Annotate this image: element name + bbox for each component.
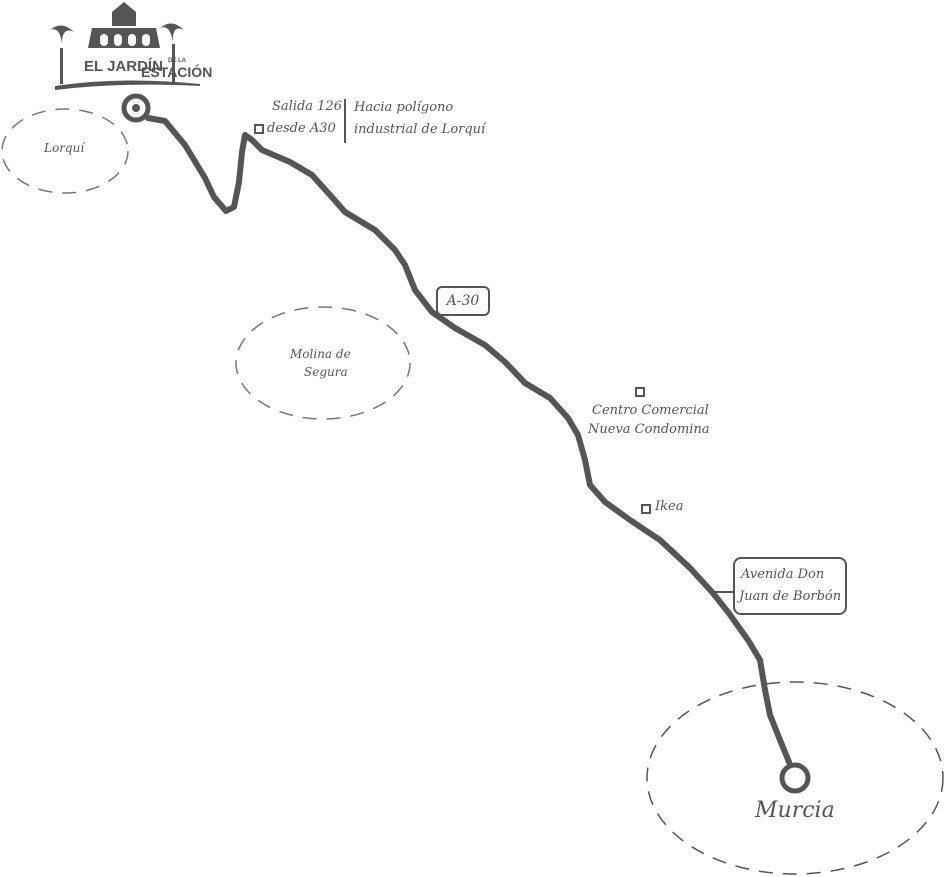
- place-molina-line1: Molina de: [290, 347, 351, 361]
- area-molina-de-segura: [235, 306, 411, 420]
- place-molina-line2: Segura: [304, 365, 348, 379]
- avenue-label: Avenida Don Juan de Borbón: [733, 557, 847, 615]
- towards-line1: Hacia polígono: [354, 100, 454, 115]
- exit-line2: desde A30: [267, 121, 336, 136]
- avenue-line1: Avenida Don: [741, 567, 825, 582]
- exit-marker-icon: [254, 124, 264, 134]
- mall-marker-icon: [635, 387, 645, 397]
- place-murcia: Murcia: [755, 798, 835, 823]
- route-line: [145, 115, 792, 765]
- avenue-line2: Juan de Borbón: [739, 589, 842, 604]
- start-marker-dot: [132, 104, 140, 112]
- logo-text-line1: EL JARDÍN: [84, 58, 163, 75]
- ikea-label: Ikea: [655, 499, 684, 514]
- mall-line1: Centro Comercial: [592, 403, 709, 418]
- place-lorqui: Lorquí: [44, 141, 85, 155]
- area-murcia: [646, 681, 944, 875]
- end-marker: [779, 762, 811, 794]
- mall-line2: Nueva Condomina: [588, 422, 710, 437]
- ikea-marker-icon: [641, 504, 651, 514]
- exit-line1: Salida 126: [272, 99, 342, 114]
- road-label-a30: A-30: [436, 286, 490, 316]
- area-lorqui: [1, 108, 129, 194]
- logo-text-small: DE LA: [168, 58, 186, 64]
- road-label-text: A-30: [446, 293, 480, 309]
- towards-line2: industrial de Lorquí: [354, 122, 486, 137]
- logo-text-line2: ESTACIÓN: [141, 64, 213, 80]
